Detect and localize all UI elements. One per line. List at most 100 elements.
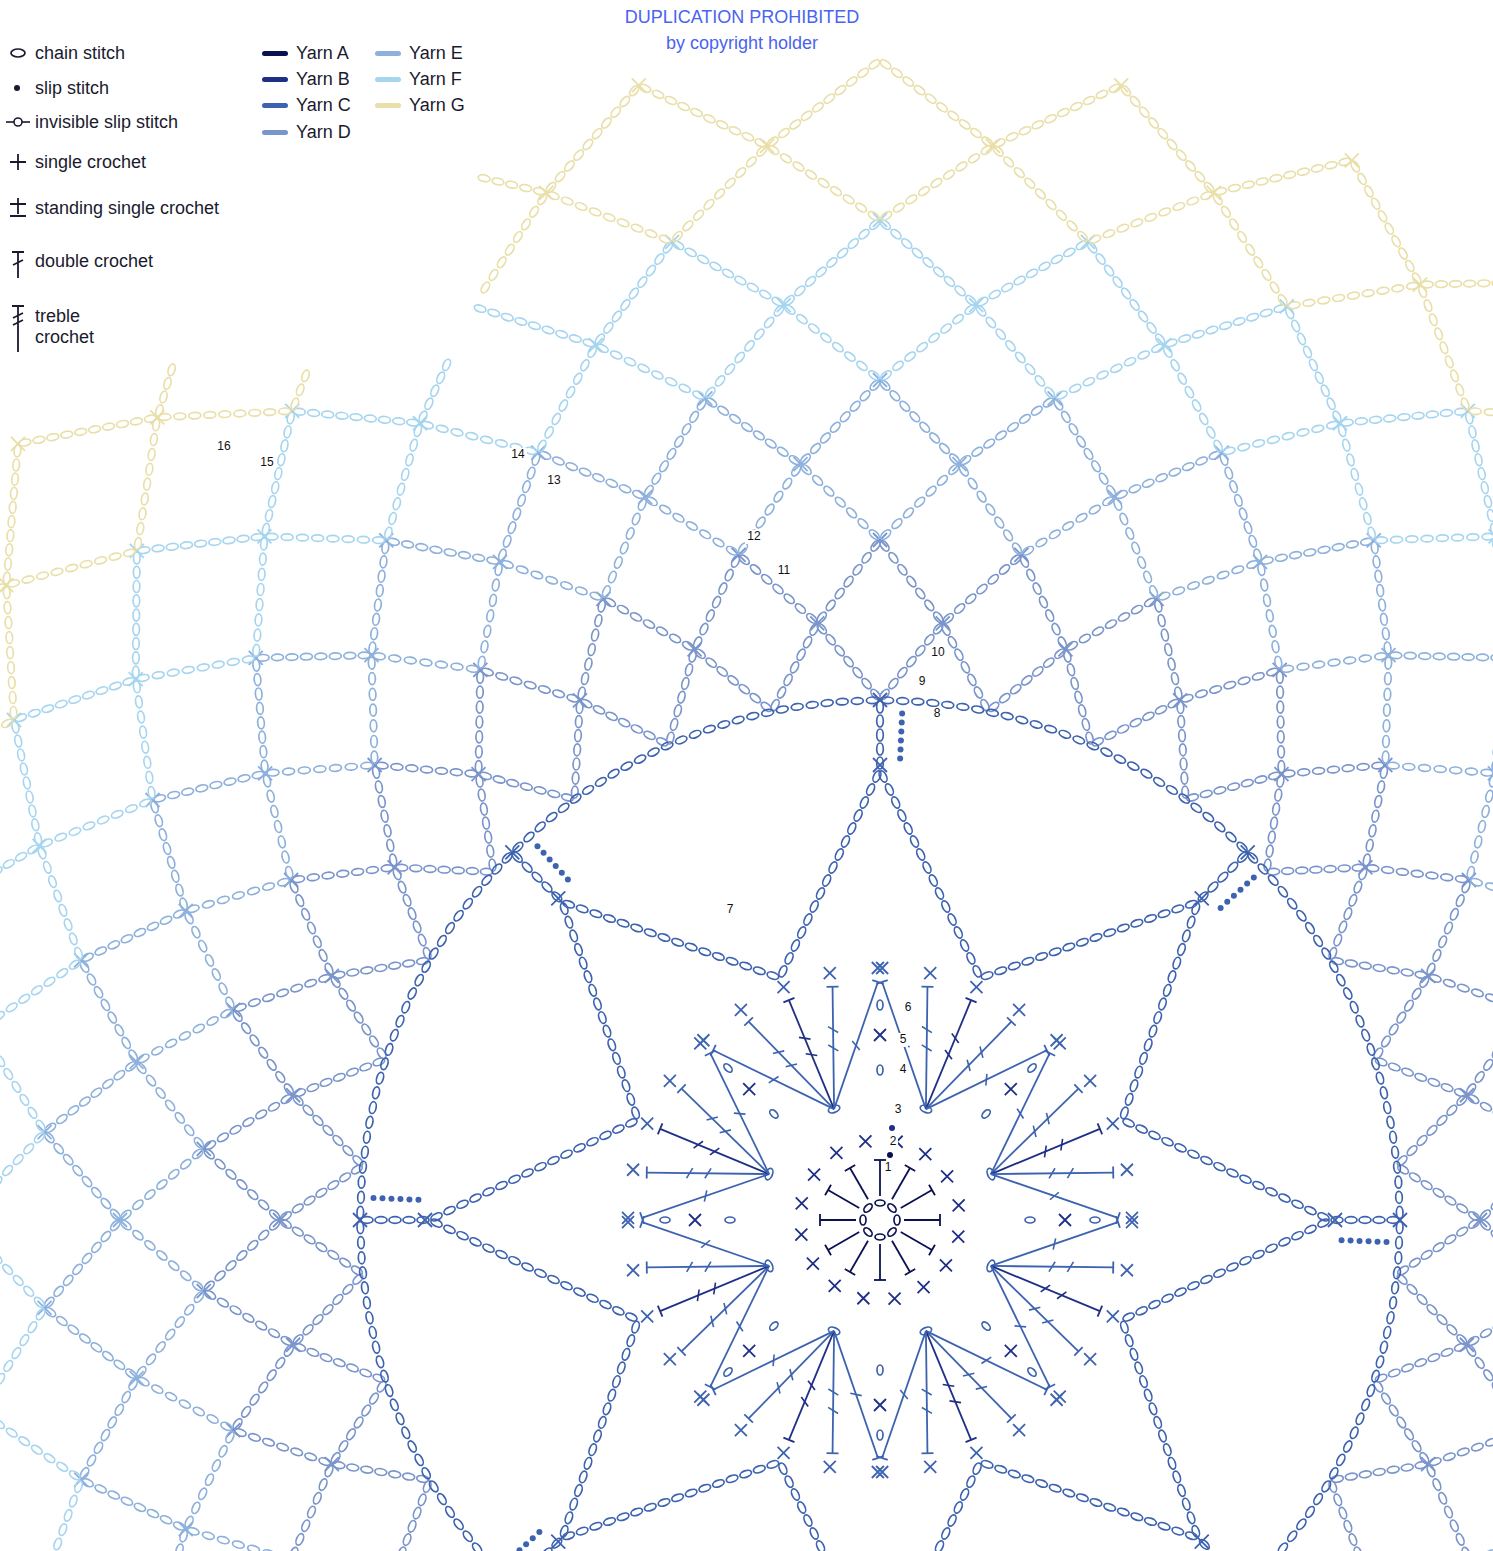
chain-stitch [1237, 676, 1250, 686]
chain-stitch [1381, 866, 1394, 874]
chain-stitch [133, 623, 140, 635]
chain-stitch [246, 1239, 259, 1252]
chain-stitch [1104, 618, 1118, 630]
chain-stitch [406, 764, 419, 772]
chain-stitch [1478, 280, 1490, 287]
chain-stitch [972, 1462, 983, 1476]
chain-stitch [195, 784, 208, 793]
chain-stitch [30, 984, 44, 996]
chain-stitch [211, 1459, 222, 1473]
chain-stitch [35, 1307, 47, 1321]
chain-stitch [1328, 1466, 1339, 1480]
chain-stitch [1328, 658, 1341, 666]
chain-stitch [258, 731, 266, 744]
chain-stitch [1416, 1134, 1429, 1147]
chain-stitch [147, 448, 155, 461]
chain-stitch [1181, 929, 1191, 943]
chain-stitch [794, 602, 807, 615]
chain-stitch [1310, 866, 1322, 873]
chain-stitch [12, 1153, 25, 1166]
chain-stitch [1157, 1521, 1171, 1531]
chain-stitch [1190, 802, 1204, 815]
chain-stitch [1004, 339, 1017, 352]
chain-stitch [519, 183, 532, 192]
chain-stitch [1021, 956, 1035, 966]
chain-stitch [1359, 961, 1372, 969]
chain-stitch [392, 497, 402, 510]
chain-stitch [368, 1035, 380, 1049]
chain-stitch [384, 1043, 394, 1056]
chain-stitch [283, 1082, 295, 1096]
chain-stitch [1, 1263, 14, 1276]
chain-stitch [402, 1533, 412, 1547]
chain-stitch [684, 247, 698, 259]
chain-stitch [1239, 1255, 1253, 1266]
chain-stitch [1119, 1106, 1129, 1120]
chain-stitch [851, 666, 864, 679]
chain-stitch [1384, 642, 1392, 655]
chain-stitch [435, 371, 446, 385]
chain-stitch [1119, 1320, 1129, 1334]
chain-stitch [623, 356, 637, 367]
chain-stitch [1009, 683, 1022, 696]
chain-stitch [377, 795, 386, 808]
chain-stitch [41, 704, 54, 714]
chain-stitch [1170, 672, 1179, 685]
chain-stitch [1486, 509, 1493, 522]
chain-stitch [167, 1259, 180, 1272]
chain-stitch [1474, 1356, 1486, 1370]
chain-stitch [1449, 1519, 1460, 1533]
chain-stitch [1461, 1546, 1472, 1551]
chain-stitch [574, 201, 588, 212]
chain-stitch [716, 405, 730, 417]
chain-stitch [1205, 426, 1216, 440]
chain-stitch [58, 1523, 68, 1537]
chain-stitch [1176, 372, 1187, 386]
chain-stitch [528, 321, 541, 331]
chain-stitch [1479, 1219, 1492, 1232]
chain-stitch [1471, 439, 1480, 452]
chain-stitch [358, 652, 370, 659]
chain-stitch [1283, 170, 1296, 179]
chain-stitch [25, 790, 34, 803]
chain-stitch [1311, 424, 1324, 433]
chain-stitch [625, 527, 636, 541]
chain-stitch [836, 247, 849, 260]
chain-stitch [1167, 658, 1176, 671]
chain-stitch [262, 882, 275, 892]
chain-stitch [939, 322, 953, 335]
chain-stitch [800, 110, 814, 123]
chain-stitch [1479, 1327, 1493, 1339]
chain-stitch [204, 954, 215, 968]
chain-stitch [295, 383, 305, 397]
chain-stitch [47, 875, 57, 889]
chain-stitch [1214, 187, 1227, 196]
chain-stitch [257, 1229, 270, 1242]
chain-stitch [145, 771, 153, 784]
chain-stitch [370, 720, 377, 732]
chain-stitch [1043, 386, 1056, 399]
chain-stitch [947, 913, 958, 927]
chain-stitch [452, 867, 464, 874]
chain-stitch [6, 631, 13, 643]
chain-stitch [1375, 1071, 1385, 1084]
chain-stitch [1005, 131, 1019, 142]
chain-stitch [410, 865, 422, 872]
chain-stitch [1216, 570, 1230, 580]
chain-stitch [1111, 275, 1123, 289]
chain-stitch [607, 570, 618, 584]
chain-stitch [1423, 299, 1433, 313]
slip-stitch [899, 710, 905, 716]
chain-stitch [681, 219, 694, 232]
chain-stitch [631, 512, 642, 526]
chain-stitch [289, 1546, 300, 1551]
chain-stitch [1332, 410, 1343, 424]
single-crochet [1328, 1213, 1342, 1227]
chain-stitch [815, 266, 828, 279]
chain-stitch [495, 671, 508, 681]
chain-stitch [1135, 1305, 1149, 1316]
chain-stitch [361, 1146, 369, 1159]
chain-stitch [1327, 766, 1340, 774]
chain-stitch [1286, 897, 1299, 911]
chain-stitch [502, 535, 512, 549]
